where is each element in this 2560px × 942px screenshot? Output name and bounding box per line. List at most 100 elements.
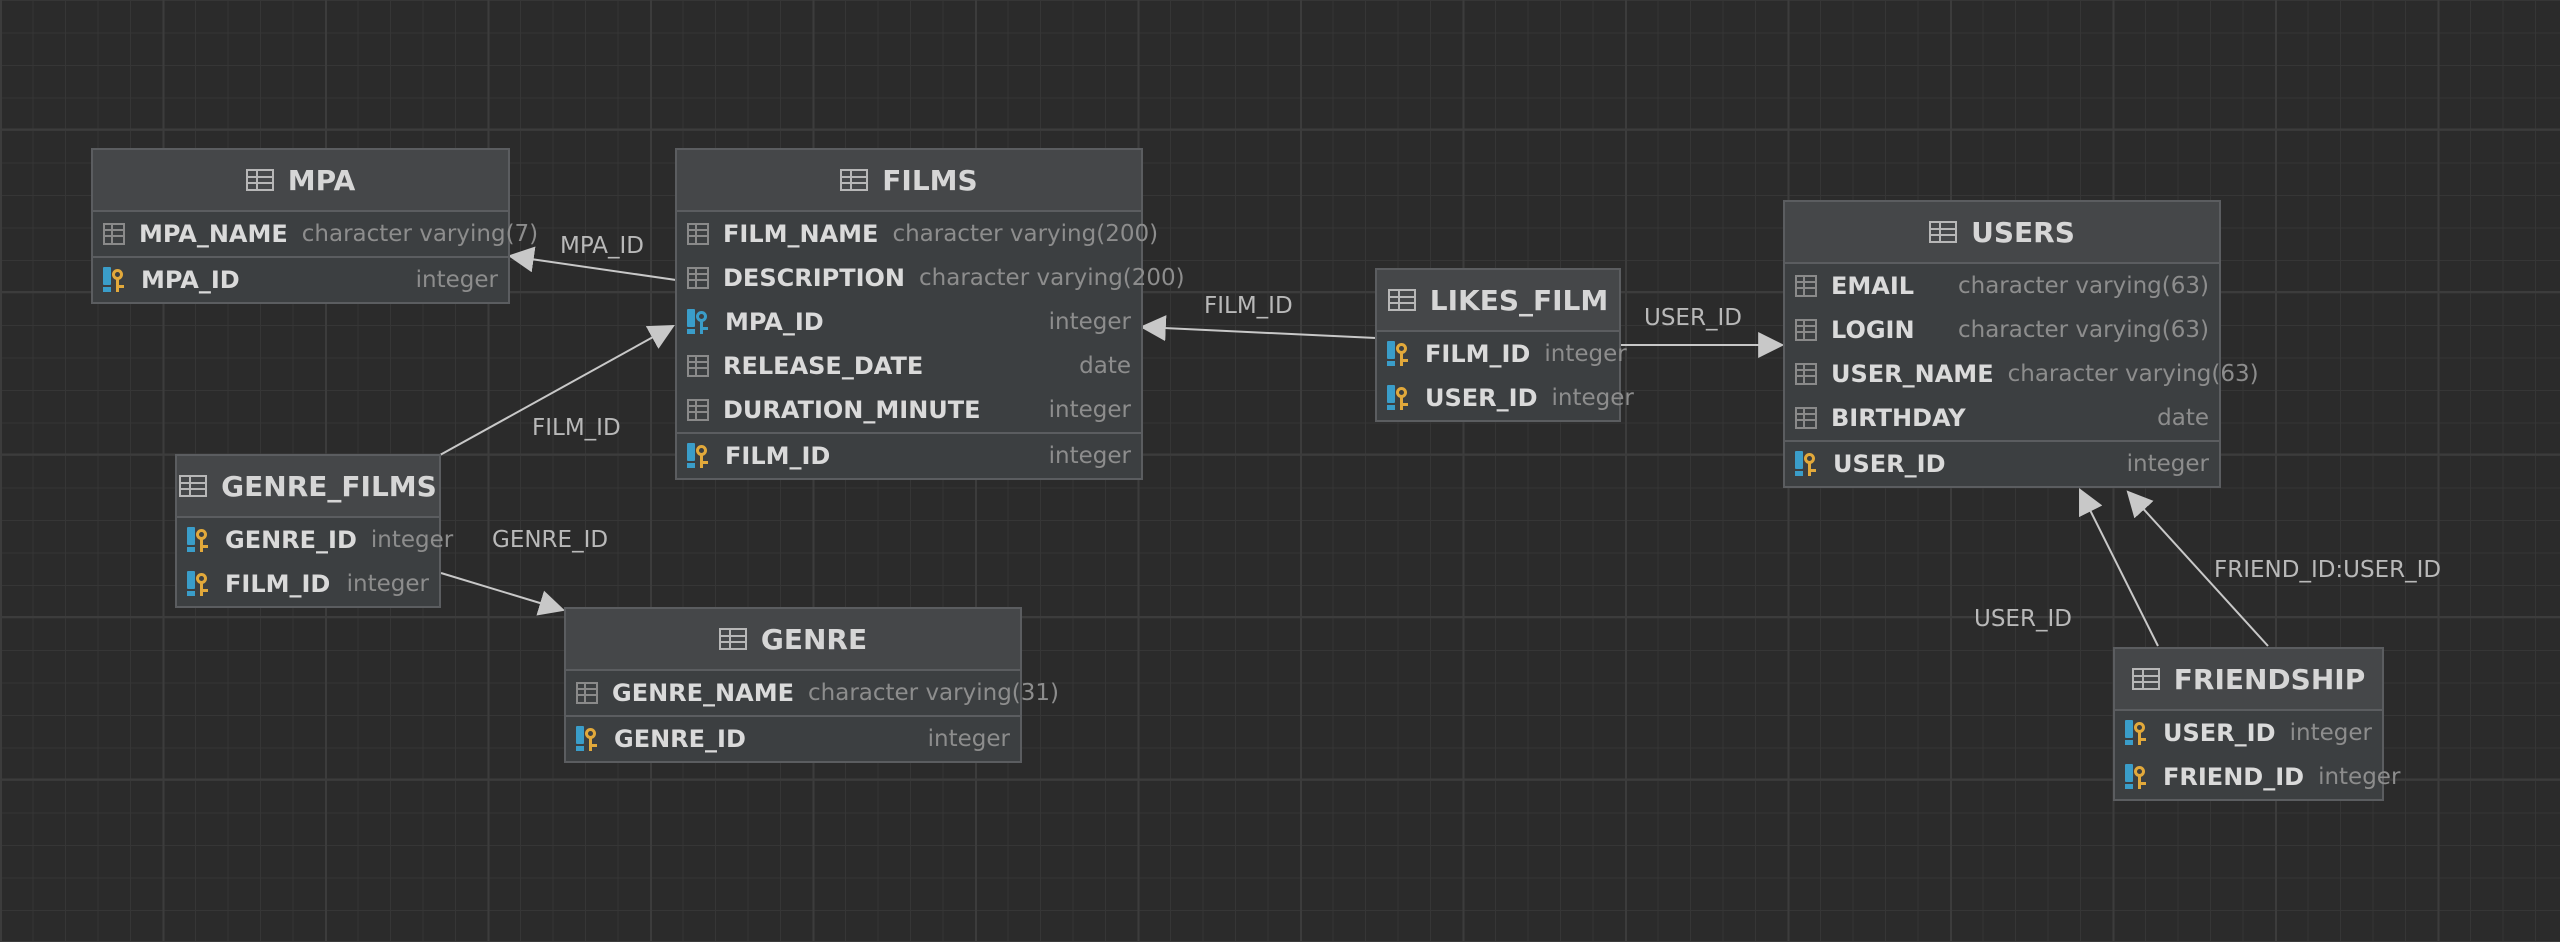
column-name: USER_ID — [2163, 719, 2276, 747]
edge-genre-films-to-films[interactable] — [439, 324, 675, 456]
table-mpa[interactable]: MPA MPA_NAME character varying(7) MPA_ID… — [91, 148, 538, 304]
table-header[interactable]: FILMS — [677, 150, 1141, 212]
table-icon — [718, 628, 747, 650]
table-header[interactable]: MPA — [93, 150, 508, 212]
edge-friendship-friend-to-users[interactable] — [2126, 490, 2269, 647]
edge-label-genre-films-films: FILM_ID — [532, 415, 621, 441]
edge-label-friendship-user: USER_ID — [1974, 606, 2072, 632]
primary-key-icon — [2125, 764, 2149, 790]
foreign-key-icon — [687, 309, 711, 335]
column-name: MPA_ID — [725, 308, 824, 336]
column-icon — [687, 355, 709, 377]
column-row-fk[interactable]: MPA_ID integer — [677, 300, 1141, 344]
column-row-key[interactable]: FILM_ID integer — [677, 432, 1141, 478]
column-row-key[interactable]: MPA_ID integer — [93, 256, 508, 302]
column-type: integer — [2318, 764, 2401, 790]
column-icon — [687, 223, 709, 245]
edge-films-to-mpa[interactable] — [507, 246, 677, 281]
table-title: GENRE_FILMS — [221, 469, 437, 503]
table-title: LIKES_FILM — [1429, 283, 1609, 317]
column-row[interactable]: LOGIN character varying(63) — [1785, 308, 2219, 352]
column-type: character varying(63) — [2007, 361, 2259, 387]
column-type: character varying(63) — [1957, 317, 2209, 343]
column-type: integer — [415, 267, 498, 293]
table-icon — [2131, 668, 2160, 690]
column-type: integer — [346, 571, 429, 597]
column-icon — [687, 267, 709, 289]
column-row[interactable]: DESCRIPTION character varying(200) — [677, 256, 1185, 300]
column-row[interactable]: MPA_NAME character varying(7) — [93, 212, 538, 256]
column-row-key[interactable]: USER_ID integer — [1377, 376, 1634, 420]
column-name: FILM_ID — [725, 442, 831, 470]
table-header[interactable]: USERS — [1785, 202, 2219, 264]
edge-friendship-user-to-users[interactable] — [2079, 488, 2159, 647]
column-row[interactable]: USER_NAME character varying(63) — [1785, 352, 2259, 396]
table-friendship[interactable]: FRIENDSHIP USER_ID integer FRIEND_ID int… — [2113, 647, 2400, 801]
column-name: FILM_NAME — [723, 220, 879, 248]
column-name: MPA_ID — [141, 266, 240, 294]
table-films[interactable]: FILMS FILM_NAME character varying(200) D… — [675, 148, 1185, 480]
table-genre[interactable]: GENRE GENRE_NAME character varying(31) G… — [564, 607, 1059, 763]
primary-key-icon — [1387, 385, 1411, 411]
table-genre-films[interactable]: GENRE_FILMS GENRE_ID integer FILM_ID int… — [175, 454, 453, 608]
column-name: USER_ID — [1425, 384, 1538, 412]
table-header[interactable]: LIKES_FILM — [1377, 270, 1619, 332]
table-header[interactable]: GENRE — [566, 609, 1020, 671]
column-row-key[interactable]: FILM_ID integer — [1377, 332, 1627, 376]
table-likes-film[interactable]: LIKES_FILM FILM_ID integer USER_ID integ… — [1375, 268, 1634, 422]
column-row[interactable]: GENRE_NAME character varying(31) — [566, 671, 1059, 715]
table-title: MPA — [287, 163, 356, 197]
primary-key-icon — [576, 726, 600, 752]
column-name: BIRTHDAY — [1831, 404, 1966, 432]
column-type: character varying(7) — [301, 221, 539, 247]
column-row[interactable]: EMAIL character varying(63) — [1785, 264, 2219, 308]
column-icon — [1795, 275, 1817, 297]
column-row[interactable]: DURATION_MINUTE integer — [677, 388, 1141, 432]
table-icon — [1387, 289, 1416, 311]
column-name: EMAIL — [1831, 272, 1915, 300]
column-row-key[interactable]: FILM_ID integer — [177, 562, 439, 606]
edge-likes-to-films[interactable] — [1139, 315, 1377, 342]
table-header[interactable]: FRIENDSHIP — [2115, 649, 2382, 711]
column-icon — [103, 223, 125, 245]
column-icon — [576, 682, 598, 704]
column-type: integer — [1544, 341, 1627, 367]
column-name: FRIEND_ID — [2163, 763, 2305, 791]
table-icon — [1929, 221, 1958, 243]
column-name: GENRE_NAME — [612, 679, 794, 707]
primary-key-icon — [1387, 341, 1411, 367]
column-name: DESCRIPTION — [723, 264, 906, 292]
primary-key-icon — [103, 267, 127, 293]
column-type: integer — [1048, 309, 1131, 335]
column-type: integer — [2126, 451, 2209, 477]
column-type: date — [1079, 353, 1131, 379]
column-type: date — [2157, 405, 2209, 431]
column-type: integer — [2289, 720, 2372, 746]
column-row[interactable]: FILM_NAME character varying(200) — [677, 212, 1158, 256]
table-users[interactable]: USERS EMAIL character varying(63) LOGIN … — [1783, 200, 2259, 488]
column-row[interactable]: BIRTHDAY date — [1785, 396, 2219, 440]
column-name: MPA_NAME — [139, 220, 288, 248]
column-type: integer — [1551, 385, 1634, 411]
table-header[interactable]: GENRE_FILMS — [177, 456, 439, 518]
edge-label-genre-films-genre: GENRE_ID — [492, 527, 609, 553]
column-icon — [1795, 319, 1817, 341]
column-row-key[interactable]: USER_ID integer — [2115, 711, 2382, 755]
column-type: integer — [1048, 443, 1131, 469]
column-row[interactable]: RELEASE_DATE date — [677, 344, 1141, 388]
column-icon — [1795, 363, 1817, 385]
edge-genre-films-to-genre[interactable] — [440, 572, 566, 616]
column-type: integer — [370, 527, 454, 553]
column-row-key[interactable]: USER_ID integer — [1785, 440, 2219, 486]
column-row-key[interactable]: FRIEND_ID integer — [2115, 755, 2400, 799]
column-type: character varying(63) — [1957, 273, 2209, 299]
primary-key-icon — [187, 571, 211, 597]
column-type: integer — [1048, 397, 1131, 423]
column-type: integer — [927, 726, 1010, 752]
column-name: FILM_ID — [1425, 340, 1531, 368]
column-row-key[interactable]: GENRE_ID integer — [566, 715, 1020, 761]
column-row-key[interactable]: GENRE_ID integer — [177, 518, 453, 562]
table-title: FILMS — [882, 163, 978, 197]
column-name: LOGIN — [1831, 316, 1915, 344]
edge-label-films-mpa: MPA_ID — [560, 233, 644, 259]
